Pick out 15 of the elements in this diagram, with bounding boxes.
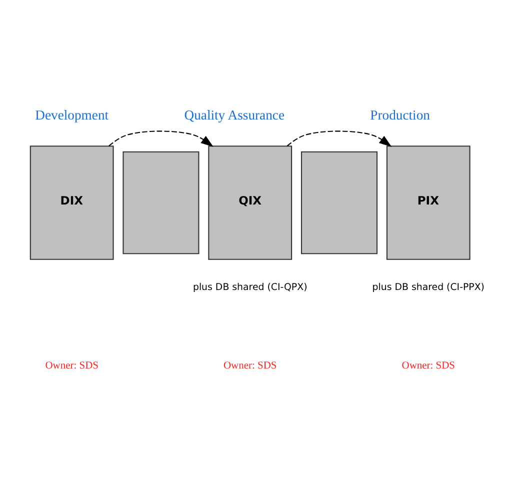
label: Development (35, 106, 109, 122)
label: Quality Assurance (184, 106, 285, 122)
node-box: PIX (386, 145, 470, 260)
arrow (286, 130, 392, 146)
node-label: plus DB shared (CI-PPX) (372, 282, 485, 293)
label: Owner: SDS (45, 360, 98, 371)
node-box (300, 150, 378, 254)
node-box: QIX (208, 145, 292, 260)
node-box (122, 150, 200, 254)
label: Owner: SDS (224, 360, 277, 371)
node-box: DIX (30, 145, 114, 260)
arrow (108, 130, 214, 146)
label: Owner: SDS (402, 360, 456, 371)
node-label: plus DB shared (CI-QPX) (192, 282, 308, 293)
label: Production (370, 106, 430, 122)
